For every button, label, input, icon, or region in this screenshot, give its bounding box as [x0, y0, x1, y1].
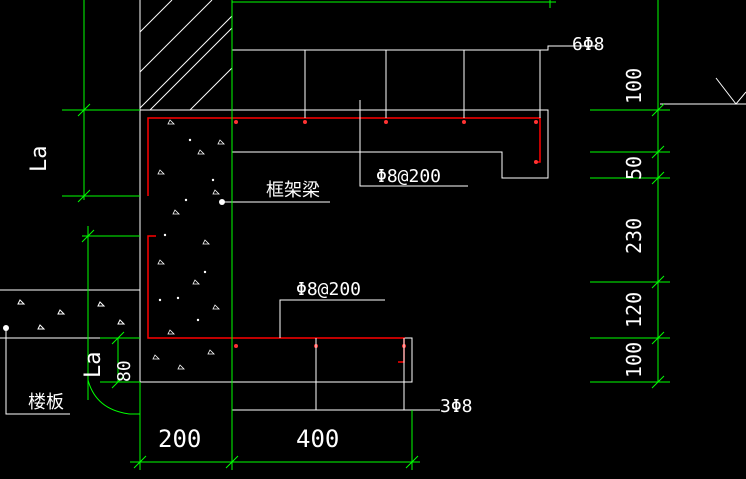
- dim-v-100-top: 100: [622, 68, 646, 104]
- floor-slab-label: 楼板: [28, 392, 64, 413]
- level-symbol: [660, 77, 746, 105]
- frame-beam-label: 框架梁: [266, 180, 320, 201]
- dim-v-120: 120: [622, 292, 646, 328]
- la-lower-label: La: [81, 352, 106, 379]
- floor-slab-section: [0, 289, 140, 339]
- wall-hatch: [139, 0, 233, 111]
- stirrup-lower-label: Φ8@200: [296, 279, 361, 300]
- beam-leader-dot: [219, 199, 225, 205]
- top-bars-label: 6Φ8: [572, 34, 605, 55]
- slab-leader-dot: [3, 325, 9, 331]
- la-upper-label: La: [27, 146, 52, 173]
- dimension-lines: [62, 0, 670, 470]
- dim-v-100-bottom: 100: [622, 342, 646, 378]
- rebar-dots: [234, 120, 538, 348]
- dim-v-80: 80: [114, 360, 135, 382]
- concrete-texture: [152, 119, 225, 370]
- dim-v-230: 230: [622, 218, 646, 254]
- leader-lines: [5, 45, 600, 415]
- dim-v-50: 50: [622, 156, 646, 180]
- stirrup-upper-label: Φ8@200: [376, 166, 441, 187]
- rebar: [147, 117, 541, 363]
- concrete-dots: [158, 138, 215, 322]
- dim-400: 400: [296, 425, 339, 453]
- dim-200: 200: [158, 425, 201, 453]
- bottom-bars-label: 3Φ8: [440, 396, 473, 417]
